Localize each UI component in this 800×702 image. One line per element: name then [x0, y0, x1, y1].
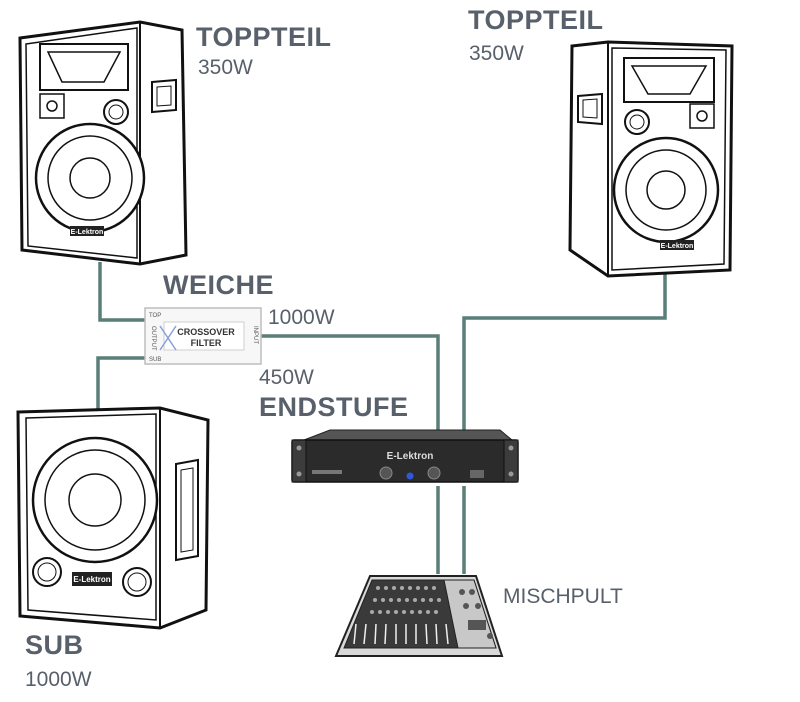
weiche-sub-power: 450W: [259, 366, 314, 389]
sub-power: 1000W: [25, 668, 92, 691]
weiche-top-power: 1000W: [268, 306, 335, 329]
cable-crossover-to-sub: [96, 356, 145, 410]
top-left-speaker-badge: [70, 226, 104, 236]
mischpult-title: MISCHPULT: [503, 585, 623, 608]
crossover-port-sub: SUB: [149, 357, 161, 363]
top-right-speaker-brand: E-Lektron: [661, 243, 694, 250]
amplifier: [291, 429, 519, 483]
sub-title: SUB: [25, 630, 84, 660]
endstufe-title: ENDSTUFE: [259, 392, 409, 422]
cable-top-left-to-crossover: [98, 262, 145, 322]
crossover-filter: [144, 307, 262, 365]
mixer-master-section: [459, 589, 493, 639]
crossover-label-line1: CROSSOVER: [177, 327, 235, 337]
crossover-port-input: INPUT: [252, 326, 258, 344]
top-right-speaker-badge: [660, 240, 694, 250]
top-left-speaker-brand: E-Lektron: [71, 229, 104, 236]
cable-crossover-to-amp: [258, 334, 440, 430]
crossover-label-line2: FILTER: [191, 338, 222, 348]
cables: [96, 262, 667, 574]
top-right-speaker: [568, 40, 734, 278]
crossover-port-top: TOP: [149, 313, 161, 319]
top-left-power: 350W: [198, 56, 253, 79]
mixer-faders: [353, 623, 449, 645]
cable-top-right-to-amp: [462, 270, 667, 430]
top-right-title: TOPPTEIL: [468, 5, 604, 35]
weiche-title: WEICHE: [163, 270, 274, 300]
top-left-speaker: [18, 20, 188, 266]
top-left-title: TOPPTEIL: [196, 22, 332, 52]
amplifier-brand: E-Lektron: [387, 451, 434, 462]
sub-speaker-badge: [72, 572, 112, 586]
crossover-port-output: OUTPUT: [150, 326, 156, 351]
mixer-knobs: [370, 586, 441, 614]
mixer: [334, 575, 504, 657]
top-right-power: 350W: [469, 42, 524, 65]
sub-speaker: [16, 406, 210, 630]
sub-speaker-brand: E-Lektron: [73, 575, 110, 584]
